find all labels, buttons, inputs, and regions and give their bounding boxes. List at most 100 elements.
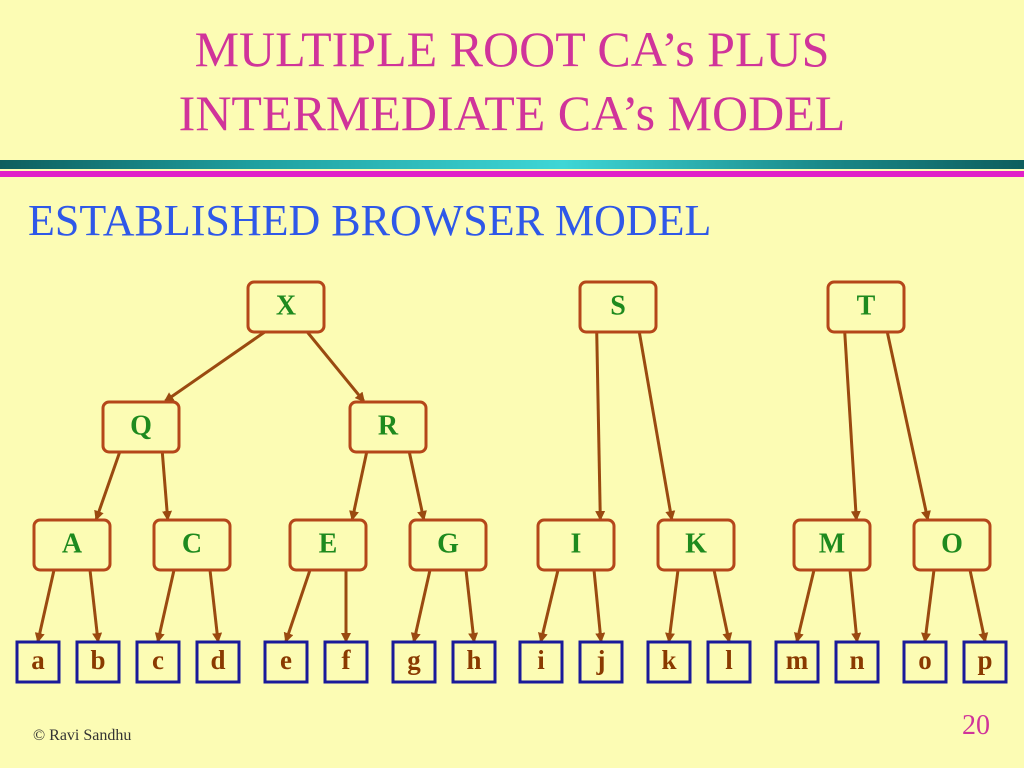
node-label: M bbox=[819, 528, 845, 559]
node-label: X bbox=[276, 290, 296, 321]
edge-M-to-n bbox=[848, 569, 862, 643]
node-label: b bbox=[90, 645, 105, 675]
ca-node-C: C bbox=[152, 518, 232, 572]
node-box bbox=[962, 640, 1008, 684]
edge-T-to-M bbox=[843, 331, 861, 521]
edge-I-to-j bbox=[592, 569, 606, 643]
node-label: k bbox=[661, 645, 676, 675]
leaf-node-h: h bbox=[451, 640, 497, 684]
node-label: T bbox=[857, 290, 876, 321]
edge-Q-to-C bbox=[160, 451, 173, 521]
leaf-node-n: n bbox=[834, 640, 880, 684]
page-number: 20 bbox=[962, 710, 990, 741]
node-label: C bbox=[182, 528, 202, 559]
node-label: S bbox=[610, 290, 626, 321]
node-box bbox=[706, 640, 752, 684]
node-box bbox=[32, 518, 112, 572]
edge-T-to-O bbox=[885, 331, 931, 521]
edge-S-to-K bbox=[637, 331, 676, 521]
node-box bbox=[263, 640, 309, 684]
node-label: j bbox=[596, 645, 606, 675]
node-label: I bbox=[571, 528, 582, 559]
node-label: o bbox=[918, 645, 932, 675]
node-box bbox=[75, 640, 121, 684]
node-label: O bbox=[941, 528, 963, 559]
leaf-node-g: g bbox=[391, 640, 437, 684]
node-label: h bbox=[466, 645, 481, 675]
teal-divider bbox=[0, 160, 1024, 169]
node-label: d bbox=[210, 645, 225, 675]
node-box bbox=[323, 640, 369, 684]
node-box bbox=[656, 518, 736, 572]
edge-Q-to-A bbox=[94, 451, 122, 521]
leaf-node-o: o bbox=[902, 640, 948, 684]
title-line-2: INTERMEDIATE CA’s MODEL bbox=[178, 85, 846, 141]
edge-A-to-a bbox=[34, 569, 56, 643]
leaf-node-p: p bbox=[962, 640, 1008, 684]
node-box bbox=[408, 518, 488, 572]
node-box bbox=[912, 518, 992, 572]
node-box bbox=[288, 518, 368, 572]
edge-C-to-d bbox=[208, 569, 223, 643]
ca-node-T: T bbox=[826, 280, 906, 334]
node-box bbox=[101, 400, 181, 454]
node-box bbox=[646, 640, 692, 684]
ca-node-X: X bbox=[246, 280, 326, 334]
copyright: © Ravi Sandhu bbox=[33, 727, 132, 744]
node-label: R bbox=[378, 410, 399, 441]
magenta-divider bbox=[0, 171, 1024, 177]
edge-M-to-m bbox=[794, 569, 816, 643]
leaf-node-k: k bbox=[646, 640, 692, 684]
node-box bbox=[451, 640, 497, 684]
node-label: c bbox=[152, 645, 164, 675]
ca-node-K: K bbox=[656, 518, 736, 572]
node-label: G bbox=[437, 528, 459, 559]
node-label: A bbox=[62, 528, 83, 559]
ca-node-E: E bbox=[288, 518, 368, 572]
node-label: a bbox=[31, 645, 45, 675]
node-box bbox=[834, 640, 880, 684]
node-label: Q bbox=[130, 410, 152, 441]
node-box bbox=[774, 640, 820, 684]
leaf-node-f: f bbox=[323, 640, 369, 684]
ca-node-I: I bbox=[536, 518, 616, 572]
ca-node-O: O bbox=[912, 518, 992, 572]
node-box bbox=[792, 518, 872, 572]
node-box bbox=[826, 280, 906, 334]
node-box bbox=[348, 400, 428, 454]
leaf-node-m: m bbox=[774, 640, 820, 684]
leaf-node-c: c bbox=[135, 640, 181, 684]
leaf-node-e: e bbox=[263, 640, 309, 684]
edges bbox=[34, 330, 989, 643]
leaf-node-a: a bbox=[15, 640, 61, 684]
node-label: l bbox=[725, 645, 733, 675]
leaf-node-b: b bbox=[75, 640, 121, 684]
edge-K-to-k bbox=[665, 569, 680, 643]
node-label: f bbox=[342, 645, 352, 675]
ca-node-S: S bbox=[578, 280, 658, 334]
leaf-node-d: d bbox=[195, 640, 241, 684]
node-box bbox=[518, 640, 564, 684]
title-line-1: MULTIPLE ROOT CA’s PLUS bbox=[194, 21, 830, 77]
node-box bbox=[152, 518, 232, 572]
ca-node-Q: Q bbox=[101, 400, 181, 454]
edge-K-to-l bbox=[712, 569, 733, 643]
node-box bbox=[15, 640, 61, 684]
edge-S-to-I bbox=[595, 331, 606, 521]
node-box bbox=[391, 640, 437, 684]
edge-E-to-e bbox=[283, 569, 312, 643]
node-box bbox=[578, 640, 624, 684]
node-box bbox=[578, 280, 658, 334]
node-box bbox=[536, 518, 616, 572]
node-label: n bbox=[849, 645, 864, 675]
node-label: i bbox=[537, 645, 545, 675]
ca-node-G: G bbox=[408, 518, 488, 572]
ca-node-R: R bbox=[348, 400, 428, 454]
leaf-node-j: j bbox=[578, 640, 624, 684]
edge-O-to-p bbox=[968, 569, 989, 643]
ca-node-M: M bbox=[792, 518, 872, 572]
edge-I-to-i bbox=[538, 569, 560, 643]
node-label: K bbox=[685, 528, 707, 559]
node-label: p bbox=[977, 645, 992, 675]
